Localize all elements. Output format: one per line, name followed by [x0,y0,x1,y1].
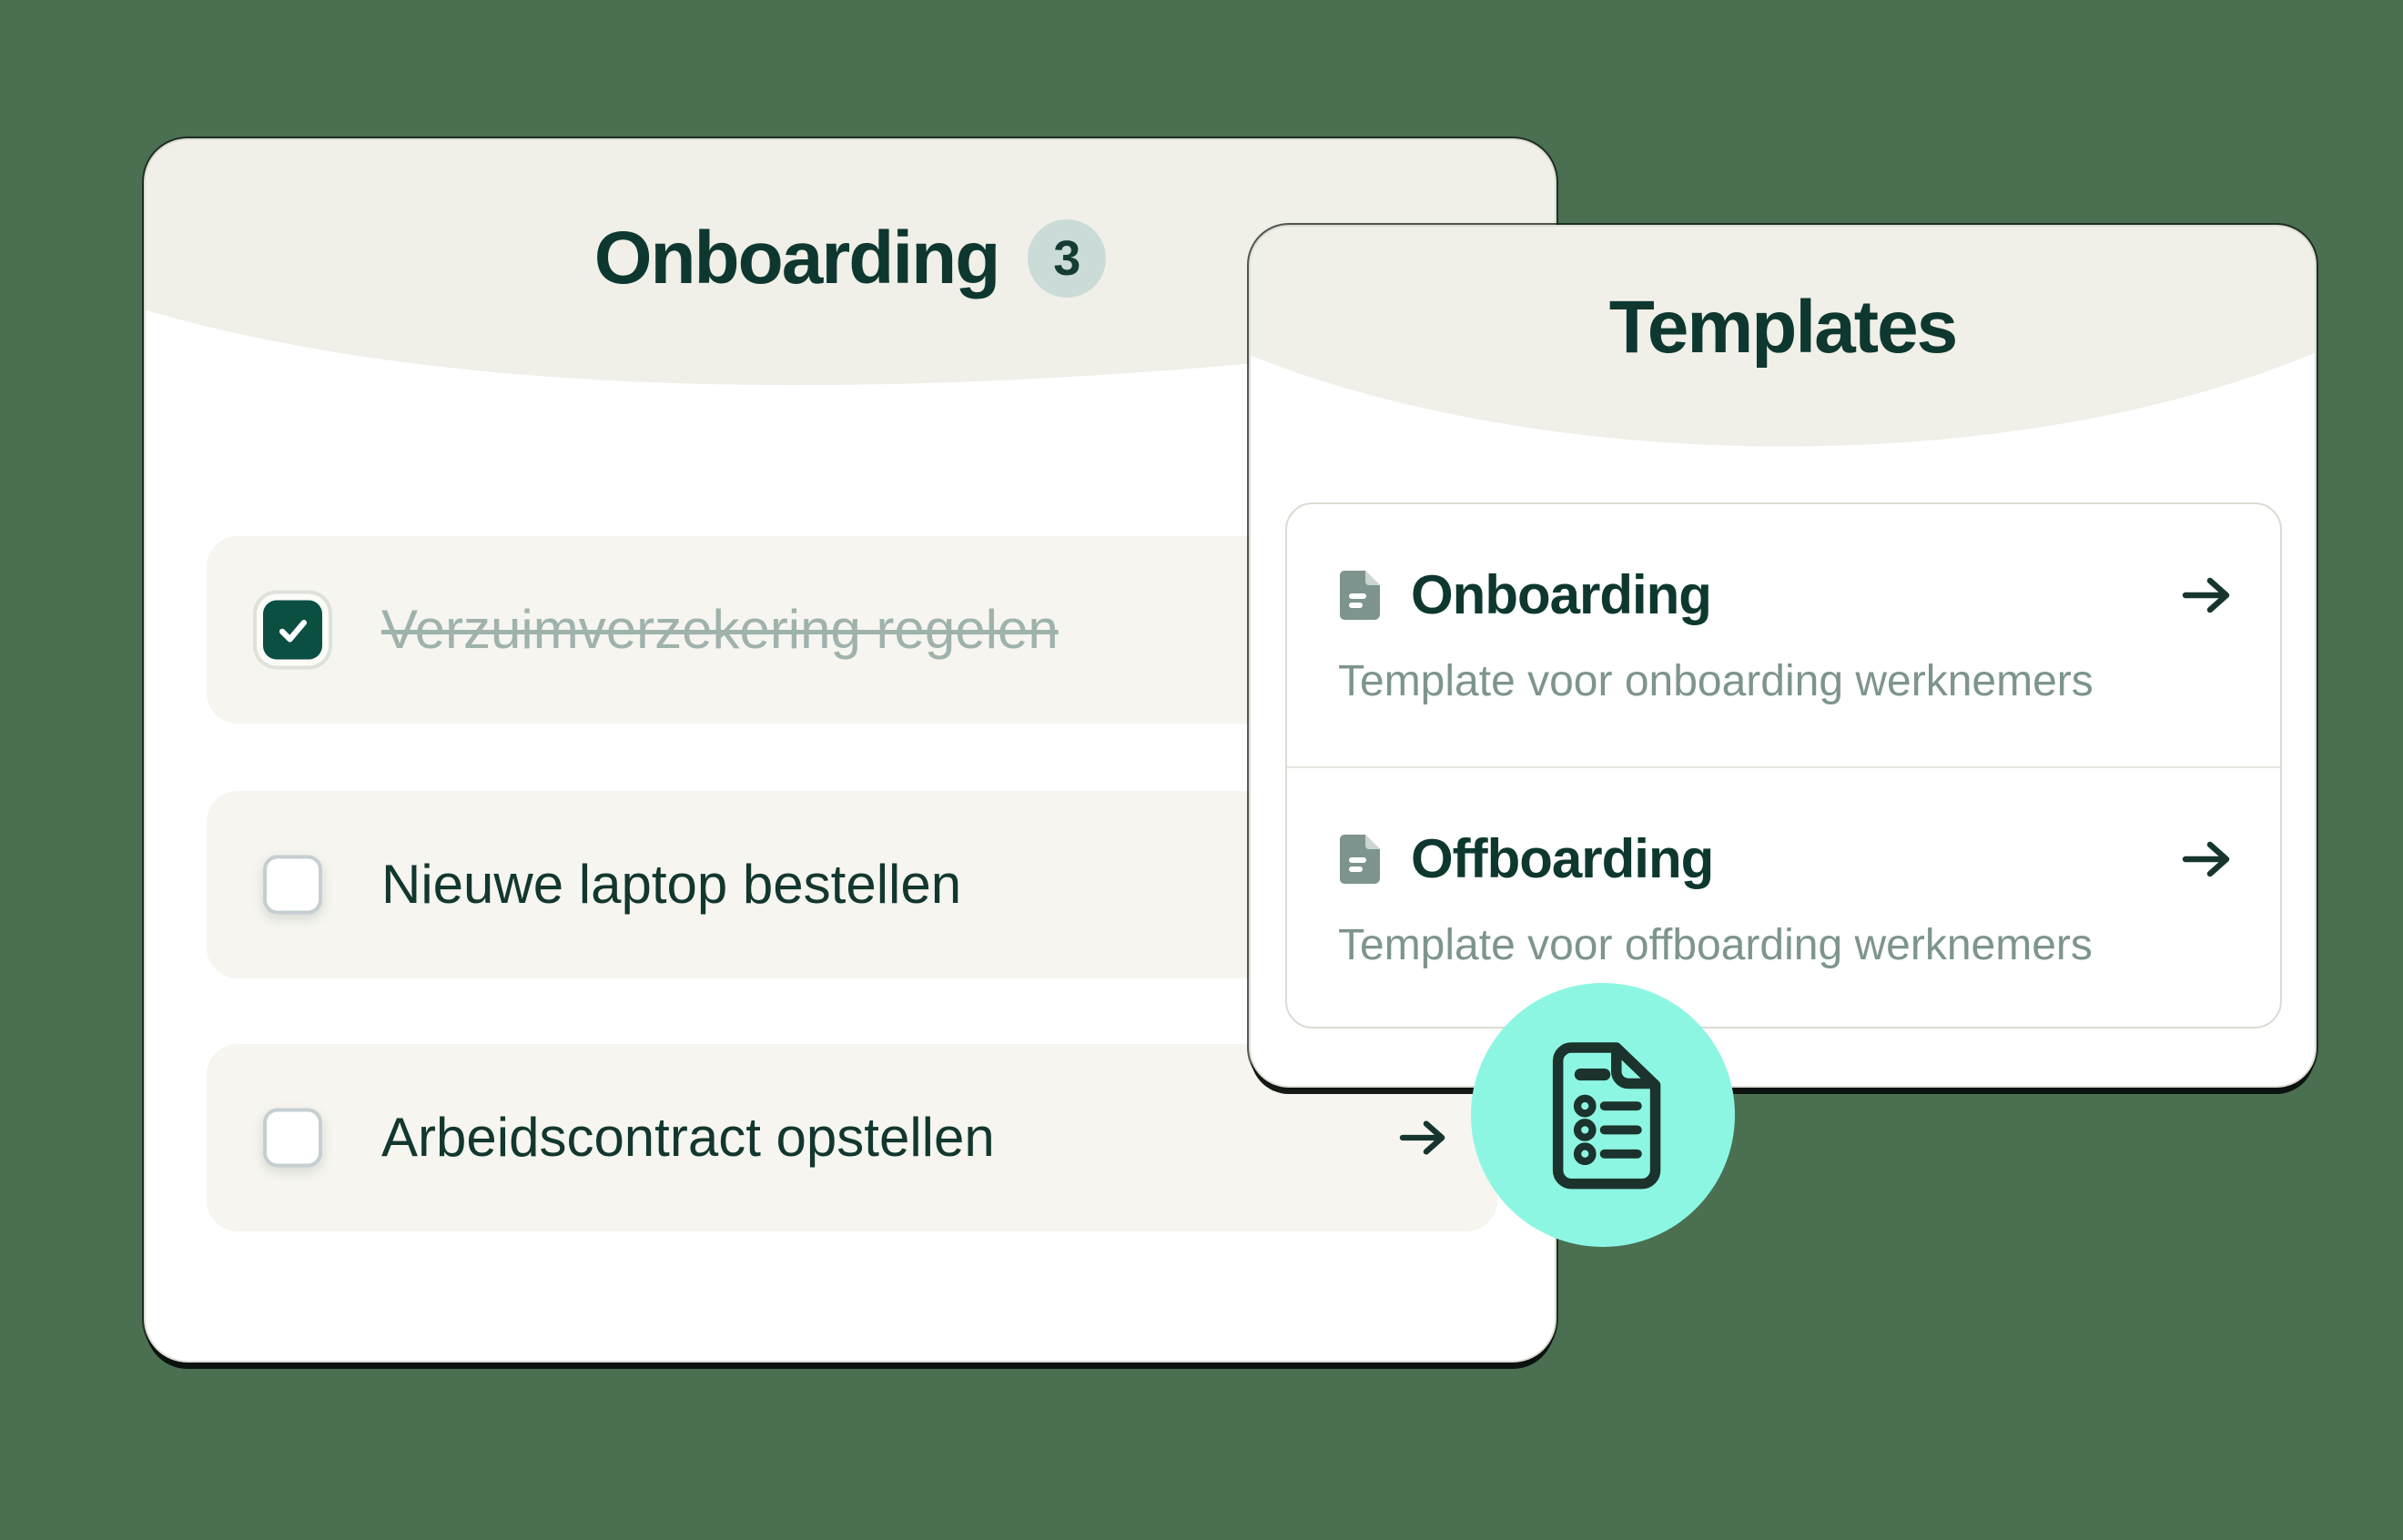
checkbox-checked[interactable] [263,600,322,660]
todo-label: Verzuimverzekering regelen [381,599,1059,660]
template-title: Onboarding [1411,564,1712,625]
templates-feature-badge [1471,983,1735,1247]
template-item-onboarding[interactable]: Onboarding Template voor onboarding werk… [1287,504,2280,766]
templates-list: Onboarding Template voor onboarding werk… [1285,502,2282,1028]
template-description: Template voor onboarding werknemers [1338,657,2094,705]
templates-card: Templates Onboarding Template voor onboa… [1249,225,2317,1088]
file-text-icon [1340,835,1380,884]
templates-card-title: Templates [1608,286,1959,369]
checklist-document-icon [1552,1042,1661,1190]
onboarding-count-badge: 3 [1028,219,1107,298]
templates-card-header: Templates [1251,287,2315,369]
arrow-right-icon[interactable] [2182,572,2233,619]
arrow-right-icon[interactable] [1399,1115,1448,1160]
todo-label: Arbeidscontract opstellen [381,1107,995,1168]
onboarding-card-header: Onboarding 3 [146,210,1555,307]
templates-header-wave [1251,227,2315,447]
template-description: Template voor offboarding werknemers [1338,921,2093,969]
divider [1287,766,2280,768]
todo-label: Nieuwe laptop bestellen [381,854,962,915]
onboarding-card-title: Onboarding [593,217,1001,299]
file-text-icon [1340,571,1380,620]
checkbox-unchecked[interactable] [263,1108,322,1168]
arrow-right-icon[interactable] [2182,836,2233,883]
template-item-offboarding[interactable]: Offboarding Template voor offboarding we… [1287,768,2280,1027]
check-icon [279,619,307,642]
checkbox-unchecked[interactable] [263,855,322,915]
onboarding-header-wave [146,140,1555,386]
template-title: Offboarding [1411,828,1714,889]
